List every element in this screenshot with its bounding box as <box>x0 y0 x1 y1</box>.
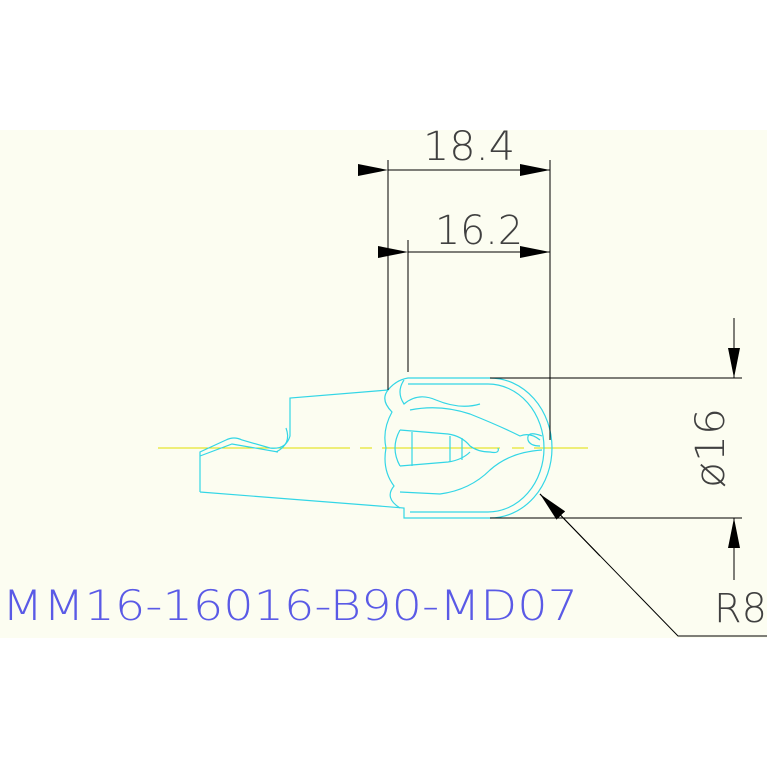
drawing-sheet <box>0 130 767 638</box>
dim-text-overall-width: 18.4 <box>423 124 515 170</box>
dim-text-diameter: ø16 <box>688 408 734 488</box>
dim-text-inner-width: 16.2 <box>435 208 523 254</box>
dim-text-radius: R8 <box>714 586 767 632</box>
part-number-label: MM16-16016-B90-MD07 <box>2 581 578 630</box>
dimension-lines <box>358 160 767 637</box>
dimension-labels: 18.4 16.2 ø16 R8 <box>423 124 767 632</box>
